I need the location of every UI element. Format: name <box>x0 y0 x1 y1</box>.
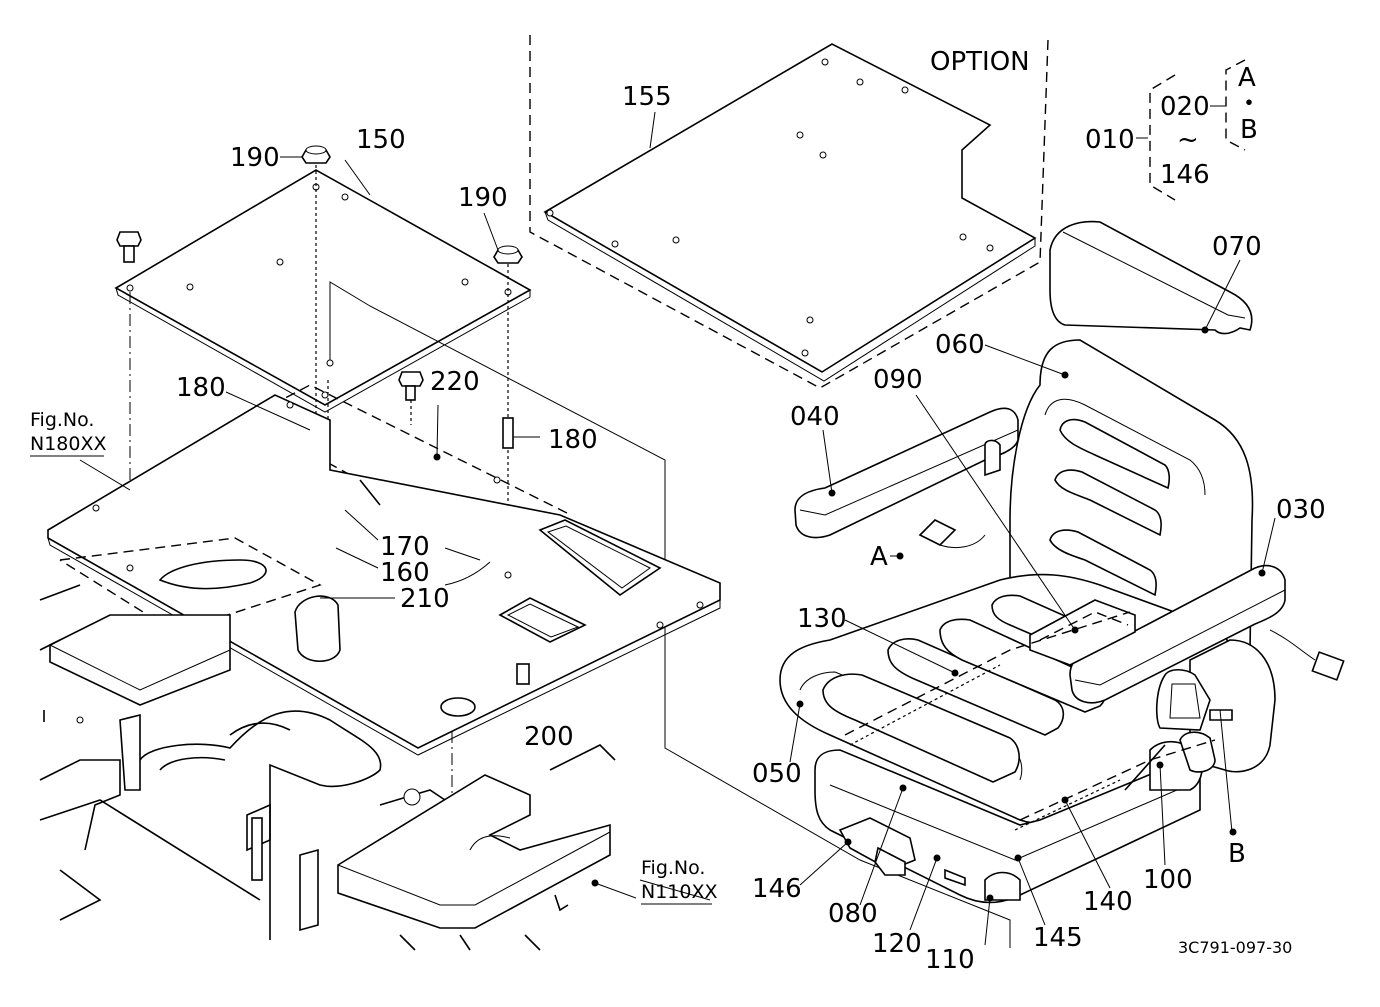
label-140: 140 <box>1083 887 1133 917</box>
cab-floor-outline <box>39 584 616 951</box>
label-100: 100 <box>1143 865 1193 895</box>
label-190-right: 190 <box>458 183 508 213</box>
label-120: 120 <box>872 929 922 959</box>
label-080: 080 <box>828 899 878 929</box>
assembly-key <box>1136 59 1246 201</box>
label-150: 150 <box>356 125 406 155</box>
label-145: 145 <box>1033 923 1083 953</box>
label-180-left: 180 <box>176 373 226 403</box>
label-110: 110 <box>925 945 975 975</box>
floor-mat-200 <box>337 774 611 929</box>
key-range-sep: ~ <box>1177 125 1199 155</box>
label-050: 050 <box>752 759 802 789</box>
label-210: 210 <box>400 584 450 614</box>
label-170: 170 <box>380 532 430 562</box>
fig-ref-2-line2: N110XX <box>641 881 718 903</box>
nut-190-right <box>493 245 523 264</box>
label-146: 146 <box>752 874 802 904</box>
floor-block-left <box>49 614 231 706</box>
label-160: 160 <box>380 558 430 588</box>
drawing-code: 3C791-097-30 <box>1178 938 1292 957</box>
nut-190-left <box>301 145 331 164</box>
label-200: 200 <box>524 722 574 752</box>
label-040: 040 <box>790 402 840 432</box>
key-variant-a: A <box>1238 63 1256 93</box>
key-variant-b: B <box>1240 115 1258 145</box>
key-range-start: 020 <box>1160 92 1210 122</box>
key-variant-sep: ・ <box>1236 89 1262 119</box>
label-090: 090 <box>873 365 923 395</box>
label-130: 130 <box>797 604 847 634</box>
label-060: 060 <box>935 330 985 360</box>
option-label: OPTION <box>930 47 1030 77</box>
leader-lines <box>79 156 1276 946</box>
fig-ref-2-line1: Fig.No. <box>641 857 705 879</box>
label-A: A <box>870 542 888 572</box>
label-180-right: 180 <box>548 425 598 455</box>
stud-180-right <box>502 417 514 449</box>
label-070: 070 <box>1212 232 1262 262</box>
label-B: B <box>1228 839 1246 869</box>
key-parent: 010 <box>1085 125 1135 155</box>
label-190-left: 190 <box>230 143 280 173</box>
pad-210 <box>59 537 341 663</box>
seat-assembly <box>779 220 1345 904</box>
key-range-end: 146 <box>1160 160 1210 190</box>
label-155: 155 <box>622 82 672 112</box>
bolt-left <box>116 231 142 263</box>
fig-ref-1-line1: Fig.No. <box>30 409 94 431</box>
fig-ref-1-line2: N180XX <box>30 433 107 455</box>
label-030: 030 <box>1276 495 1326 525</box>
floor-plate <box>47 394 721 756</box>
option-plate-155 <box>529 35 1049 389</box>
label-220: 220 <box>430 367 480 397</box>
bolt-mid <box>398 371 424 401</box>
